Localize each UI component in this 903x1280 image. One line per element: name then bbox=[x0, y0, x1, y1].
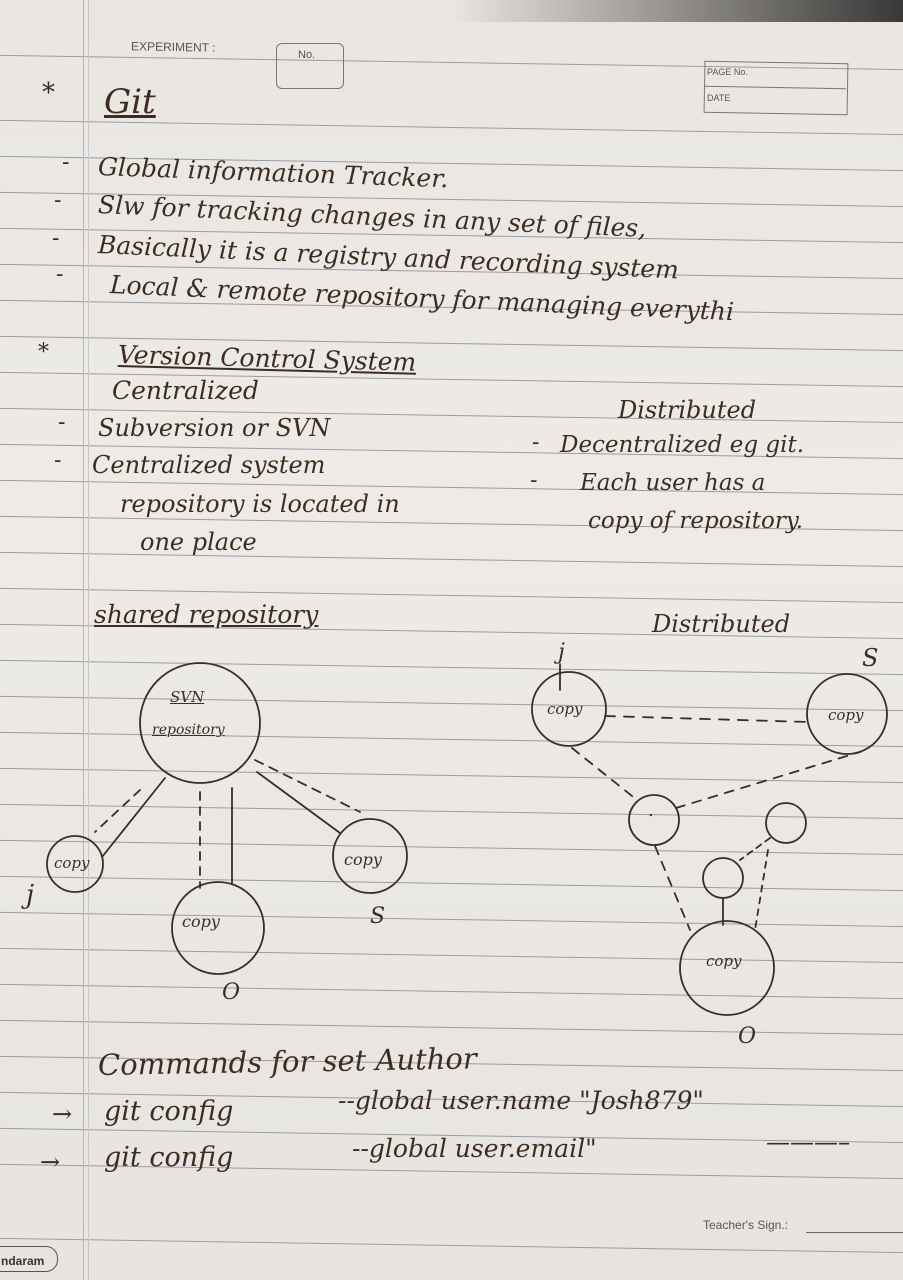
copy-node-o-dist bbox=[679, 920, 775, 1016]
distributed-point: Decentralized eg git. bbox=[560, 432, 805, 458]
sign-line bbox=[806, 1232, 903, 1233]
vcs-bullet: * bbox=[38, 340, 49, 365]
svn-repository-node bbox=[139, 662, 261, 784]
user-s-label: S bbox=[370, 904, 386, 929]
centralized-point: one place bbox=[140, 528, 257, 556]
copy-label: copy bbox=[706, 952, 742, 970]
user-o-label: O bbox=[222, 980, 241, 1005]
copy-label: copy bbox=[182, 912, 220, 931]
title-bullet: * bbox=[42, 78, 55, 108]
distributed-diagram-title: Distributed bbox=[652, 610, 791, 638]
no-box bbox=[276, 43, 344, 89]
arrow-icon: → bbox=[40, 1148, 61, 1176]
dash-bullet: - bbox=[54, 448, 62, 473]
margin-line bbox=[83, 0, 84, 1280]
command-name: git config bbox=[104, 1096, 234, 1127]
svn-node-label: repository bbox=[152, 722, 225, 738]
copy-node-s bbox=[332, 818, 408, 894]
user-o-dist-label: O bbox=[738, 1024, 757, 1049]
copy-node-o bbox=[171, 881, 265, 975]
svn-node-label: SVN bbox=[170, 688, 205, 706]
page-title: Git bbox=[104, 82, 156, 122]
dash-bullet: - bbox=[62, 150, 70, 175]
mid-node-center bbox=[702, 857, 744, 899]
centralized-heading: Centralized bbox=[112, 376, 259, 405]
user-j-label: j bbox=[26, 880, 35, 910]
page-no-label: PAGE No. bbox=[707, 67, 748, 77]
copy-label: copy bbox=[828, 706, 864, 724]
mid-node-left bbox=[628, 794, 680, 846]
background-edge bbox=[0, 0, 903, 22]
teacher-sign-label: Teacher's Sign.: bbox=[703, 1218, 789, 1232]
dash-bullet: - bbox=[532, 430, 540, 455]
command-name: git config bbox=[104, 1142, 234, 1173]
commands-heading: Commands for set Author bbox=[97, 1041, 477, 1082]
copy-node-s-dist bbox=[806, 673, 888, 755]
centralized-point: repository is located in bbox=[120, 490, 400, 518]
dash-bullet: - bbox=[56, 262, 64, 287]
copy-label: copy bbox=[547, 700, 583, 718]
shared-diagram-title: shared repository bbox=[94, 600, 319, 629]
copy-label: copy bbox=[344, 850, 382, 869]
arrow-icon: → bbox=[52, 1100, 73, 1128]
date-label: DATE bbox=[707, 93, 731, 103]
dash-bullet: - bbox=[530, 468, 538, 493]
blank-line: ———– bbox=[766, 1128, 850, 1156]
distributed-point: Each user has a bbox=[580, 470, 766, 496]
centralized-point: Centralized system bbox=[92, 451, 326, 479]
distributed-point: copy of repository. bbox=[588, 508, 804, 534]
no-label: No. bbox=[298, 49, 316, 61]
command-args: --global user.email" bbox=[352, 1134, 597, 1163]
dash-bullet: - bbox=[54, 188, 62, 213]
copy-node-j bbox=[46, 835, 104, 893]
centralized-point: Subversion or SVN bbox=[98, 414, 331, 442]
command-args: --global user.name "Josh879" bbox=[338, 1086, 704, 1115]
margin-line-inner bbox=[88, 0, 89, 1280]
user-j-dist-label: j bbox=[558, 640, 565, 665]
brand-text: ndaram bbox=[1, 1254, 45, 1268]
mid-node-right bbox=[765, 802, 807, 844]
dash-bullet: - bbox=[58, 410, 66, 435]
copy-label: copy bbox=[54, 854, 90, 872]
dash-bullet: - bbox=[52, 226, 60, 251]
user-s-dist-label: S bbox=[862, 644, 879, 672]
node-dot: . bbox=[648, 800, 654, 821]
copy-node-j-dist bbox=[531, 671, 607, 747]
distributed-heading: Distributed bbox=[618, 396, 757, 424]
brand-badge: ndaram bbox=[0, 1246, 58, 1272]
